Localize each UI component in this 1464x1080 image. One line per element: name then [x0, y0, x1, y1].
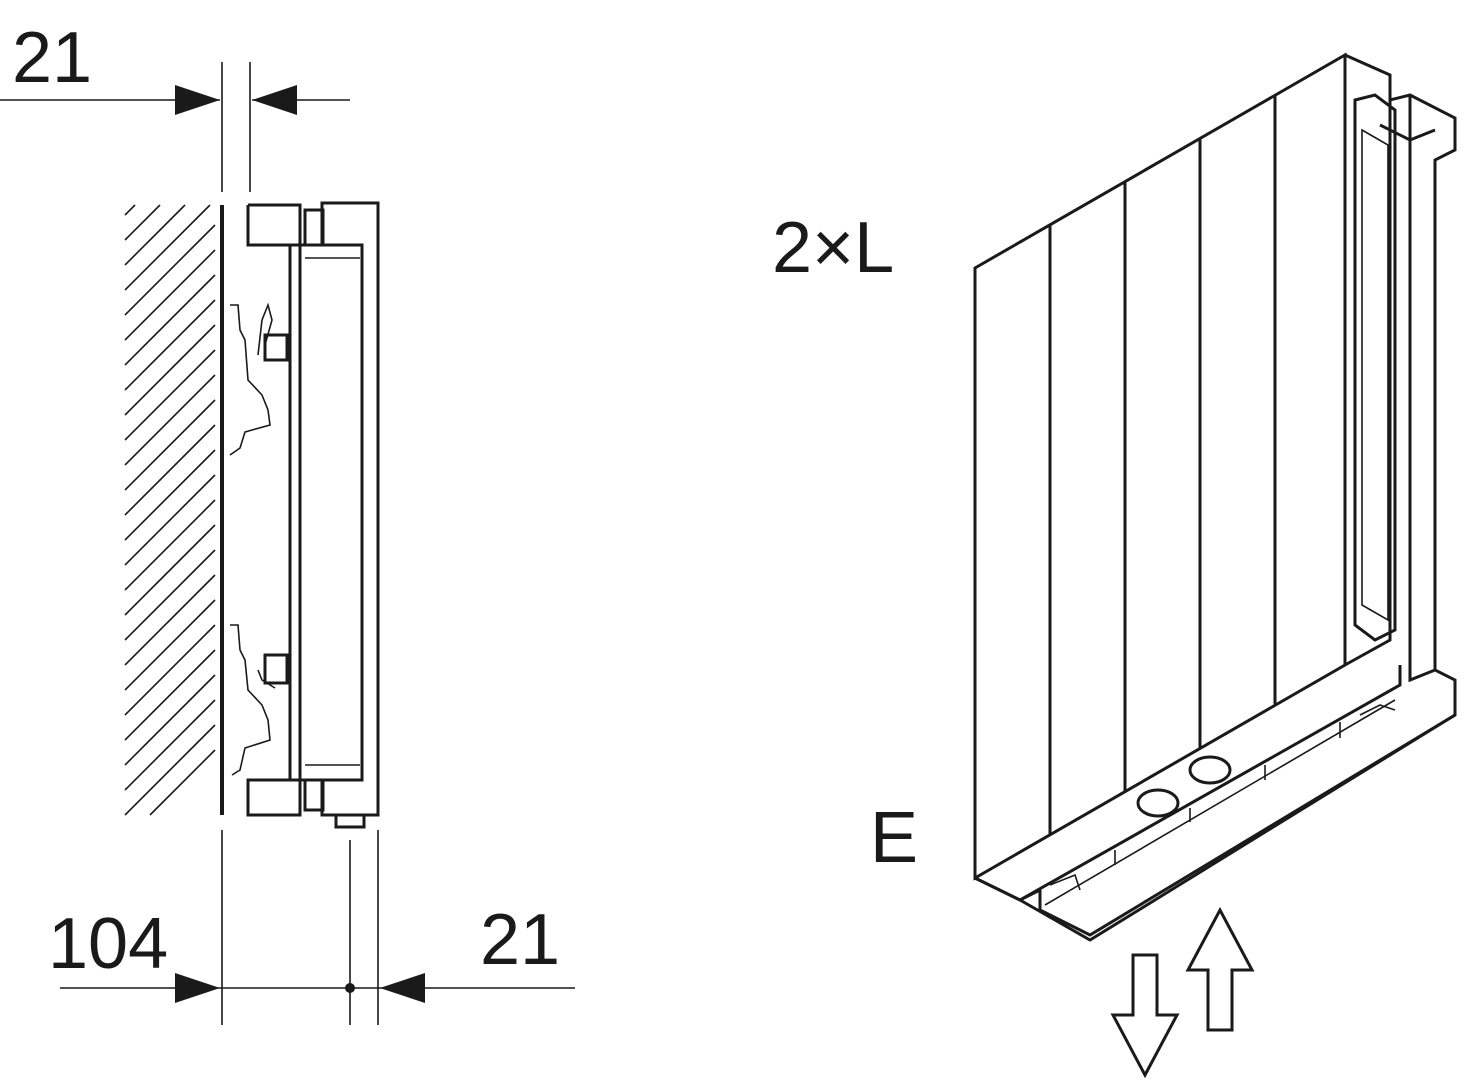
hatch-line [124, 349, 216, 441]
multiplier-label: 2×L [772, 208, 894, 288]
pipe-offset-label: 21 [480, 900, 560, 980]
bottom-dimension: 104 21 [48, 830, 575, 1025]
hatch-line [124, 374, 216, 466]
hatch-line [124, 249, 216, 341]
flow-up-arrow-icon [1185, 906, 1255, 1032]
radiator-side-section [229, 201, 380, 829]
hatch-line [124, 424, 216, 516]
wall-hatching [124, 204, 216, 816]
hatch-line [124, 204, 161, 241]
hatch-line [124, 274, 216, 366]
depth-label: 104 [48, 904, 168, 984]
hatch-line [124, 524, 216, 616]
hatch-line [124, 649, 216, 741]
hatch-line [124, 399, 216, 491]
hatch-line [149, 749, 216, 816]
hatch-line [124, 574, 216, 666]
hatch-line [124, 724, 216, 816]
hatch-line [124, 299, 216, 391]
top-gap-label: 21 [12, 18, 92, 98]
connection-label: E [870, 798, 918, 878]
hatch-line [124, 474, 216, 566]
radiator-3d-view [973, 52, 1457, 942]
hatch-line [124, 549, 216, 641]
hatch-line [124, 204, 136, 216]
hatch-line [124, 224, 216, 316]
hatch-line [124, 699, 216, 791]
hatch-line [124, 204, 211, 291]
hatch-line [124, 599, 216, 691]
hatch-line [124, 499, 216, 591]
hatch-line [124, 624, 216, 716]
hatch-line [124, 674, 216, 766]
hatch-line [124, 324, 216, 416]
flow-down-arrow-icon [1110, 953, 1180, 1079]
hatch-line [124, 449, 216, 541]
top-dimension: 21 [0, 18, 350, 192]
hatch-line [124, 204, 186, 266]
